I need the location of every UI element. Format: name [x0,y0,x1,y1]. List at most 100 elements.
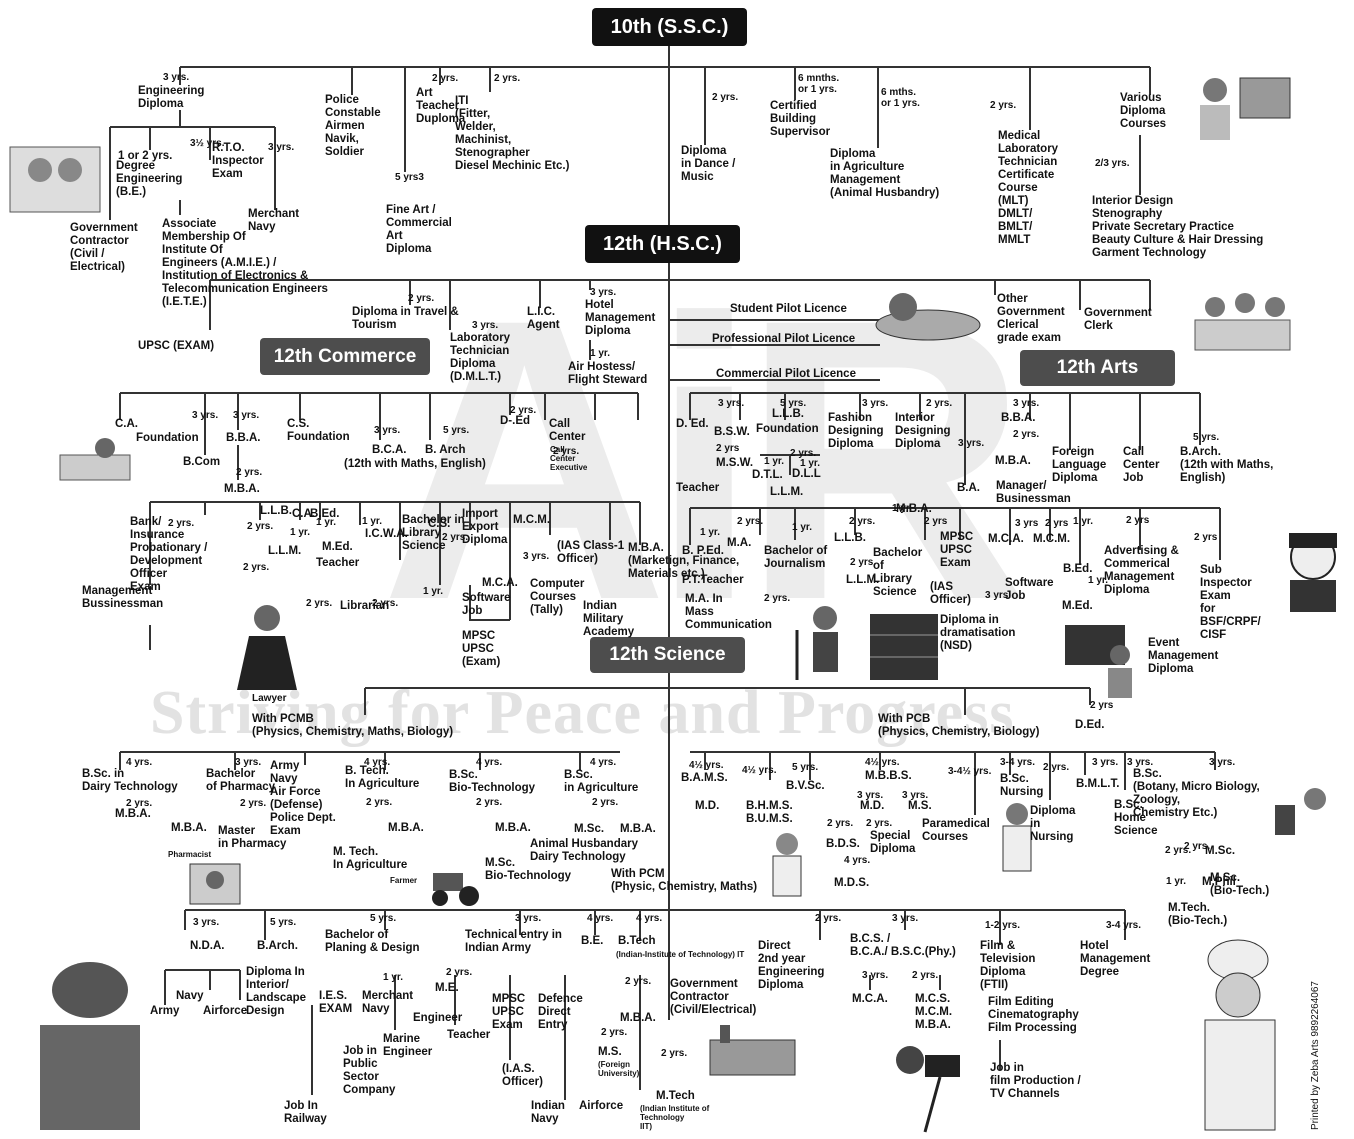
science-label: 4 yrs. [844,855,871,866]
science-label: 2 yrs. [240,798,267,809]
hsc-label: Air Hostess/ Flight Steward [568,361,648,386]
arts-label: (IAS Officer) [930,581,971,606]
science-label: B.V.Sc. [786,780,825,792]
arts-label: 2 yrs [1045,518,1069,529]
pcm-label: N.D.A. [190,940,225,952]
pcm-label: 1-2 yrs. [985,920,1021,931]
ssc-label: Merchant Navy [248,208,300,233]
science-label: M.B.A. [620,823,656,835]
commerce-label: L.L.B. [260,505,292,517]
pcm-label: Navy [176,990,204,1002]
commerce-label: L.L.M. [268,545,302,557]
hsc-label: 2 yrs. [408,293,435,304]
arts-label: 2 yrs. [926,398,953,409]
commerce-label: Software Job [462,592,511,617]
commerce-label: M.B.A. (Marketign, Finance, Materials et… [628,542,740,580]
pcm-label: Technical entry in Indian Army [465,929,562,954]
pcm-label: With PCM (Physic, Chemistry, Maths) [611,868,758,893]
ssc-label: Medical Laboratory Technician Certificat… [998,130,1059,246]
arts-label: Interior Designing Diploma [895,412,951,450]
arts-label: Bachelor of Library Science [873,547,923,598]
pcm-label: (I.A.S. Officer) [502,1063,543,1088]
arts-label: Manager/ Businessman [996,480,1071,505]
commerce-label: C.A. [115,418,138,430]
science-label: M.Phil [1202,876,1236,888]
commerce-label: B.Ed. [310,508,340,520]
hsc-label: 3 yrs. [590,287,617,298]
commerce-label: (IAS Class-1 Officer) [557,540,625,565]
pcm-label: Government Contractor (Civil/Electrical) [670,978,757,1016]
ssc-label: 6 mths. or 1 yrs. [881,87,920,109]
ssc-label: Associate Membership Of Institute Of Eng… [162,218,328,308]
science-label: 3 yrs. [1092,757,1119,768]
science-label: B.Sc. Nursing [1000,773,1044,798]
arts-label: B.Arch. (12th with Maths, English) [1180,446,1274,484]
arts-label: 2 yrs. [790,448,817,459]
pcm-label: Airforce [203,1005,248,1017]
pcm-label: Bachelor of Planing & Design [325,929,420,954]
pcm-label: 2 yrs. [912,970,939,981]
commerce-label: (12th with Maths, English) [344,458,486,470]
science-label: Animal Husbandary Dairy Technology [530,838,638,863]
hsc-label: Student Pilot Licence [730,303,847,315]
ssc-label: UPSC (EXAM) [138,340,215,352]
ssc-label: Degree Engineering (B.E.) [116,160,183,198]
commerce-label: B. Arch [425,444,466,456]
pilot-plane-picture [875,293,981,341]
science-label: M.D. [695,800,720,812]
science-label: 2 yrs. [126,798,153,809]
commerce-label: 2 yrs. [306,598,333,609]
pcm-label: 2 yrs. [815,913,842,924]
commerce-label: I.C.W.A. [365,528,408,540]
hsc-label: Commercial Pilot Licence [716,368,856,380]
ssc-box: 10th (S.S.C.) [592,8,747,46]
arts-label: Bachelor of Journalism [764,545,828,570]
science-label: M.S. [908,800,932,812]
pcm-label: M.E. [435,982,459,994]
arts-label: Fashion Designing Diploma [828,412,884,450]
arts-label: M.Ed. [1062,600,1093,612]
call-center-picture [59,438,131,481]
science-label: B.Sc. (Botany, Micro Biology, Zoology, C… [1133,768,1260,819]
commerce-label: M.B.A. [224,483,260,495]
commerce-label: B.C.A. [372,444,407,456]
arts-label: B.B.A. [1001,412,1036,424]
commerce-label: 3 yrs. [374,425,401,436]
science-label: 2 yrs. [827,818,854,829]
arts-label: 3 yrs. [958,438,985,449]
commerce-label: C.S. [428,518,451,530]
science-label: 3 yrs. [235,757,262,768]
pcm-label: 5 yrs. [270,917,297,928]
science-label: B.Sc. Bio-Technology [449,769,536,794]
commerce-label: Management Bussinessman [82,585,164,610]
ssc-label: Diploma in Dance / Music [681,145,736,183]
pcm-label: Film & Television Diploma (FTII) [980,940,1036,991]
arts-label: 5 yrs. [780,398,807,409]
science-label: M.Sc. [574,823,605,835]
commerce-label: Teacher [316,557,360,569]
commerce-label: 1 yr. [290,527,311,538]
ssc-label: ITI (Fitter, Welder, Machinist, Stenogra… [455,95,570,172]
science-label: M.B.A. [115,808,151,820]
arts-label: 2 yrs [716,443,740,454]
pcm-label: Marine Engineer [383,1033,433,1058]
pcm-label: 3-4 yrs. [1106,920,1142,931]
arts-label: 1 yr. [764,456,785,467]
science-label: Army Navy Air Force (Defense) Police Dep… [270,760,336,837]
arts-label: 2 yrs. [764,593,791,604]
ssc-label: Various Diploma Courses [1120,92,1167,130]
pcm-label: Job in film Production / TV Channels [990,1062,1081,1100]
commerce-label: Computer Courses (Tally) [530,578,585,616]
hsc-label: Laboratory Technician Diploma (D.M.L.T.) [450,332,511,383]
meeting-picture [1194,293,1291,351]
lawyer-picture [237,605,297,690]
ssc-label: Diploma in Agriculture Management (Anima… [830,148,940,199]
science-label: M.Sc. [1205,845,1236,857]
ssc-label: 6 mnths. or 1 yrs. [798,73,840,95]
hsc-label: Diploma in Travel & Tourism [352,306,459,331]
arts-label: 2 yrs. [737,516,764,527]
arts-label: 2 yrs [1126,515,1150,526]
science-label: B.Sc. in Dairy Technology [82,768,178,793]
arts-label: M.S.W. [716,457,754,469]
commerce-label: 2 yrs. [168,518,195,529]
